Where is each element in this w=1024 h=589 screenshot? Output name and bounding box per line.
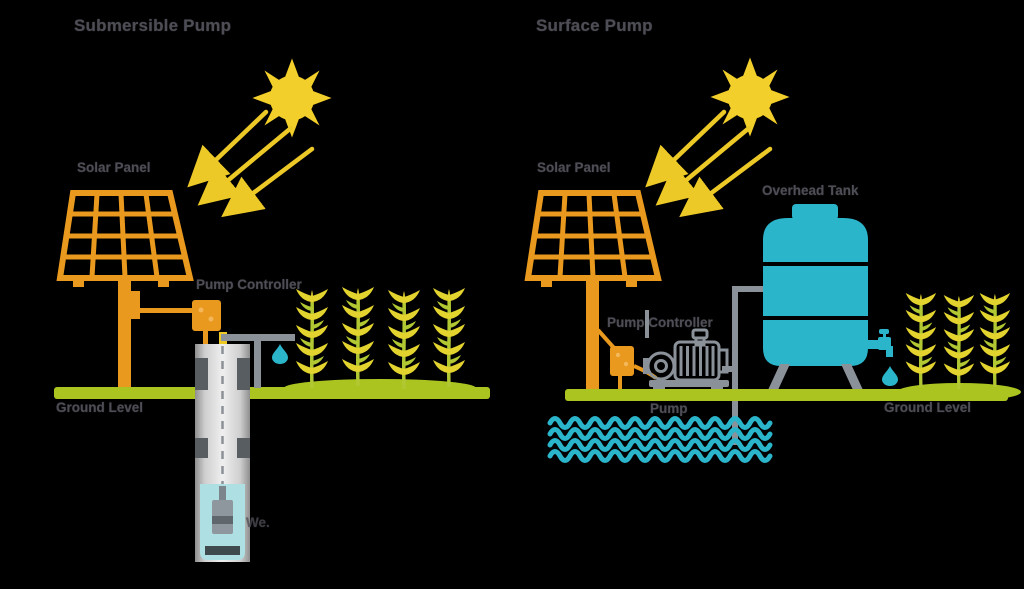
solar-panel-icon [56,190,194,395]
left-solar-panel-label: Solar Panel [77,160,151,175]
overhead-tank-label: Overhead Tank [762,183,859,198]
solar-panel-icon [524,190,662,395]
tank-legs [768,364,863,390]
right-solar-panel-label: Solar Panel [537,160,611,175]
sunlight-arrows-icon [187,109,315,218]
left-pump-controller-label: Pump Controller [196,277,302,292]
right-ground-level-label: Ground Level [884,400,972,415]
outlet-pipe [221,334,295,341]
water-source-waves-icon [547,416,773,463]
overhead-tank-icon [763,204,898,390]
water-drop-icon [272,344,288,364]
pump-controller-icon [129,291,221,348]
tap-icon [868,329,893,357]
well-label: We. [246,515,270,530]
submersible-pump-icon [212,486,233,534]
left-diagram-title: Submersible Pump [74,16,232,35]
crops-icon [284,285,476,397]
crops-icon [897,291,1021,401]
well-icon [195,332,295,562]
surface-pump-icon [643,310,729,391]
right-pump-controller-label: Pump Controller [607,315,713,330]
sunlight-arrows-icon [645,109,773,218]
pump-label: Pump [650,401,688,416]
sun-icon [252,58,332,138]
water-drop-icon [882,366,898,386]
left-ground-level-label: Ground Level [56,400,144,415]
right-diagram-title: Surface Pump [536,16,653,35]
